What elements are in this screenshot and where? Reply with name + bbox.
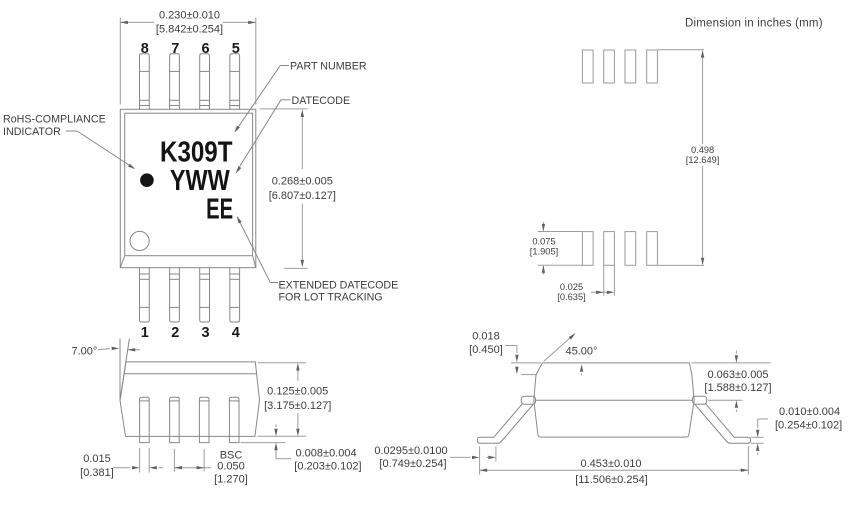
svg-text:0.075: 0.075 [532, 237, 555, 247]
svg-text:Dimension in inches (mm): Dimension in inches (mm) [685, 17, 823, 29]
svg-text:45.00°: 45.00° [566, 346, 598, 358]
svg-text:[1.588±0.127]: [1.588±0.127] [704, 382, 771, 394]
svg-text:6: 6 [202, 41, 210, 57]
svg-text:DATECODE: DATECODE [292, 95, 351, 107]
svg-text:7: 7 [171, 41, 179, 57]
svg-text:0.008±0.004: 0.008±0.004 [296, 447, 357, 459]
svg-text:0.125±0.005: 0.125±0.005 [267, 386, 328, 398]
svg-text:7.00°: 7.00° [71, 346, 97, 358]
svg-text:[11.506±0.254]: [11.506±0.254] [575, 474, 648, 486]
svg-text:INDICATOR: INDICATOR [3, 126, 61, 138]
svg-text:[6.807±0.127]: [6.807±0.127] [269, 190, 336, 202]
svg-text:[5.842±0.254]: [5.842±0.254] [156, 23, 223, 35]
svg-text:0.025: 0.025 [560, 282, 583, 292]
svg-text:K309T: K309T [160, 136, 233, 168]
svg-text:0.230±0.010: 0.230±0.010 [159, 10, 220, 22]
svg-text:0.050: 0.050 [217, 461, 245, 473]
svg-text:4: 4 [232, 325, 240, 341]
svg-text:0.453±0.010: 0.453±0.010 [580, 458, 641, 470]
svg-text:0.498: 0.498 [691, 145, 714, 155]
svg-text:[0.381]: [0.381] [80, 467, 114, 479]
svg-text:[0.254±0.102]: [0.254±0.102] [775, 420, 842, 432]
svg-text:[1.905]: [1.905] [530, 247, 558, 257]
svg-text:[3.175±0.127]: [3.175±0.127] [264, 400, 331, 412]
svg-text:[0.749±0.254]: [0.749±0.254] [379, 458, 446, 470]
svg-text:[12.649]: [12.649] [686, 155, 720, 165]
svg-text:3: 3 [202, 325, 210, 341]
svg-text:0.268±0.005: 0.268±0.005 [272, 176, 333, 188]
svg-text:0.015: 0.015 [83, 453, 111, 465]
svg-text:1: 1 [141, 325, 149, 341]
svg-text:[0.635]: [0.635] [557, 292, 585, 302]
svg-text:[0.450]: [0.450] [469, 344, 503, 356]
svg-text:0.018: 0.018 [472, 330, 500, 342]
svg-text:5: 5 [232, 41, 240, 57]
svg-text:0.0295±0.0100: 0.0295±0.0100 [374, 445, 447, 457]
svg-text:RoHS-COMPLIANCE: RoHS-COMPLIANCE [3, 114, 106, 126]
svg-text:BSC: BSC [220, 449, 243, 461]
svg-text:2: 2 [171, 325, 179, 341]
svg-text:FOR LOT TRACKING: FOR LOT TRACKING [279, 292, 383, 304]
svg-text:0.063±0.005: 0.063±0.005 [707, 369, 768, 381]
svg-text:EE: EE [206, 194, 233, 226]
svg-text:YWW: YWW [170, 165, 230, 197]
svg-text:EXTENDED DATECODE: EXTENDED DATECODE [279, 280, 399, 292]
svg-text:PART NUMBER: PART NUMBER [290, 61, 367, 73]
svg-text:0.010±0.004: 0.010±0.004 [779, 406, 840, 418]
svg-text:[0.203±0.102]: [0.203±0.102] [294, 460, 361, 472]
svg-text:8: 8 [141, 41, 149, 57]
svg-text:[1.270]: [1.270] [214, 474, 248, 486]
